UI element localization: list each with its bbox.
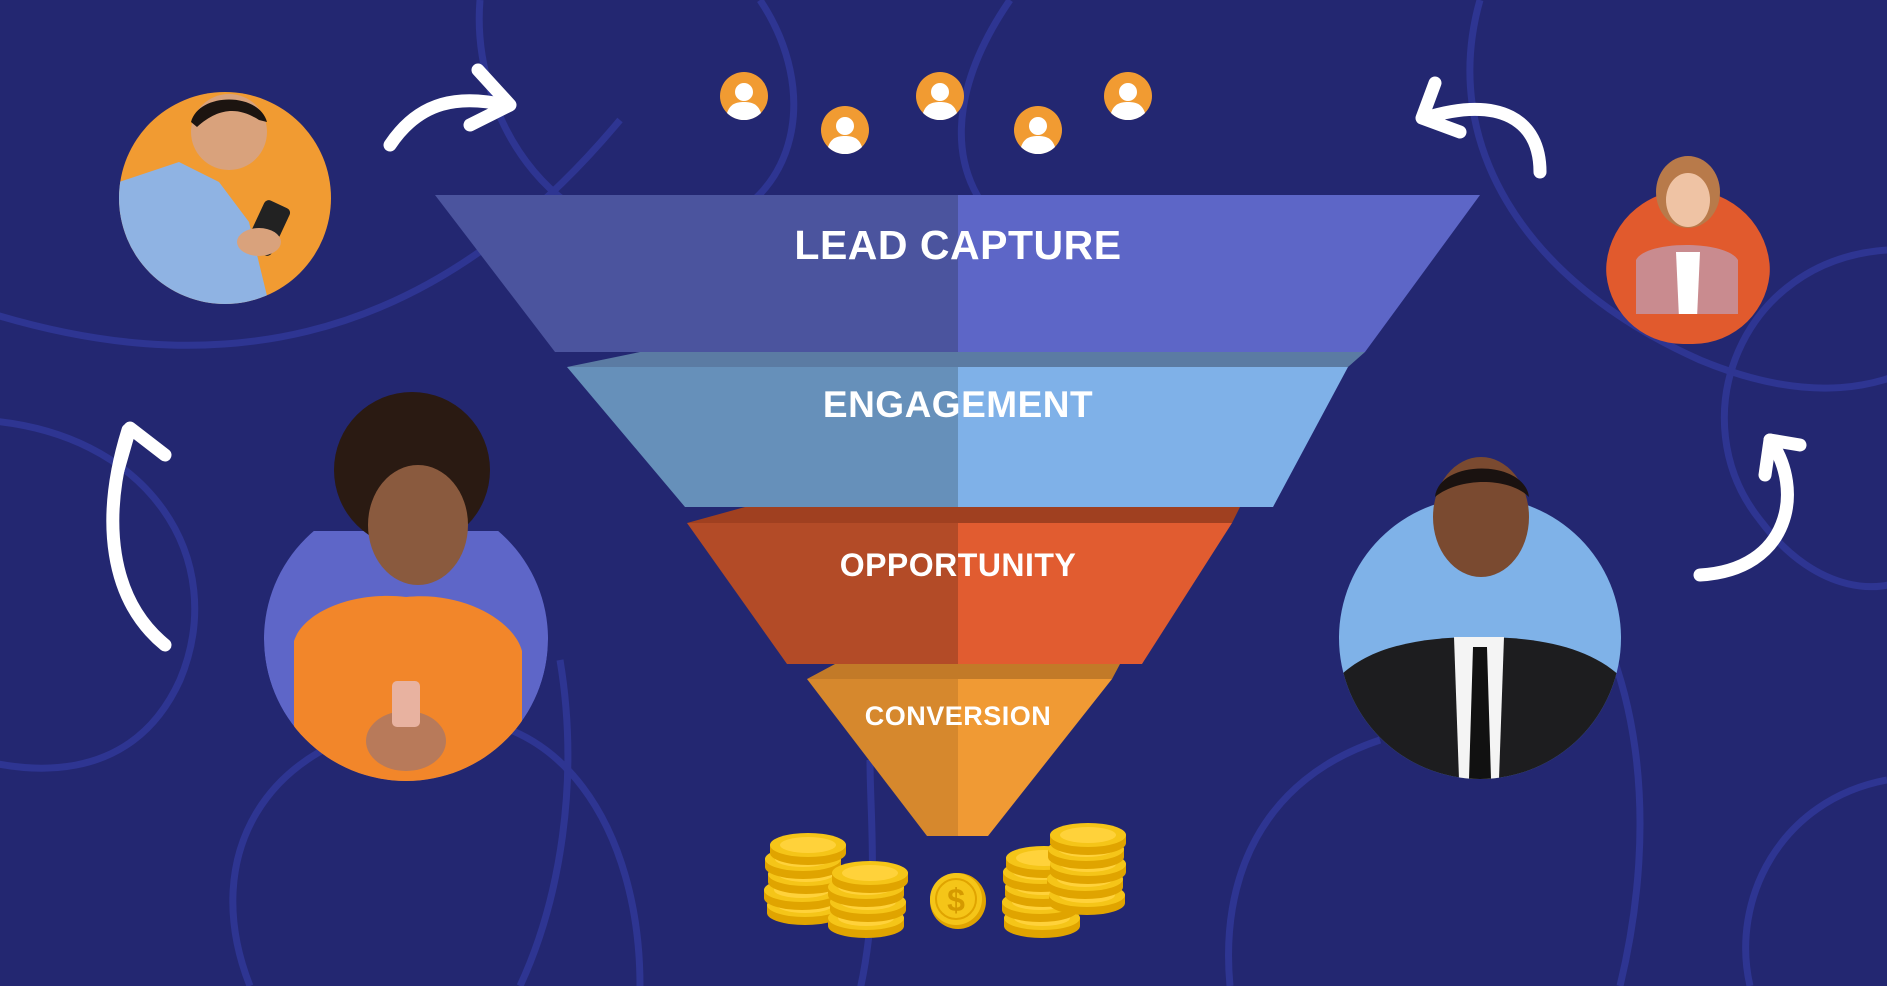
- funnel-stage-opportunity-left: [687, 523, 958, 664]
- funnel-rim: [807, 664, 1120, 679]
- person-silhouette-icon: [1339, 637, 1621, 779]
- funnel-stage-engagement-right: [958, 367, 1348, 507]
- funnel-stage-lead-capture-right: [958, 195, 1480, 352]
- stage-label-conversion: CONVERSION: [864, 701, 1052, 731]
- svg-text:$: $: [947, 882, 965, 918]
- funnel-stage-opportunity-right: [958, 523, 1232, 664]
- arrow-up-icon: [1693, 433, 1807, 582]
- person-photo-man-with-phone: [119, 92, 331, 304]
- funnel-rim: [567, 352, 1365, 367]
- funnel-stage-conversion-left: [807, 679, 958, 836]
- person-silhouette-icon: [119, 94, 291, 304]
- dollar-coin-icon: $: [930, 873, 986, 929]
- funnel-stage-conversion-right: [958, 679, 1112, 836]
- man-head: [1433, 457, 1529, 577]
- stage-label-opportunity: OPPORTUNITY: [839, 547, 1077, 583]
- person-photo-man-in-suit: [1339, 457, 1621, 779]
- person-silhouette-icon: [294, 595, 522, 781]
- funnel-stage-lead-capture-left: [435, 195, 958, 352]
- funnel-stage-engagement-left: [567, 367, 958, 507]
- funnel-rim: [687, 507, 1240, 523]
- arrow-right-icon: [383, 63, 517, 152]
- coin-stack-right: [1047, 823, 1126, 915]
- person-silhouette-icon: [1636, 156, 1738, 314]
- person-photo-woman-plaid-blazer: [1606, 156, 1770, 344]
- arrow-left-icon: [1415, 76, 1547, 179]
- arrow-up-icon: [106, 421, 172, 652]
- stage-label-engagement: ENGAGEMENT: [822, 384, 1094, 425]
- coin-stack-left-small: [828, 861, 908, 938]
- stage-label-lead-capture: LEAD CAPTURE: [794, 222, 1122, 268]
